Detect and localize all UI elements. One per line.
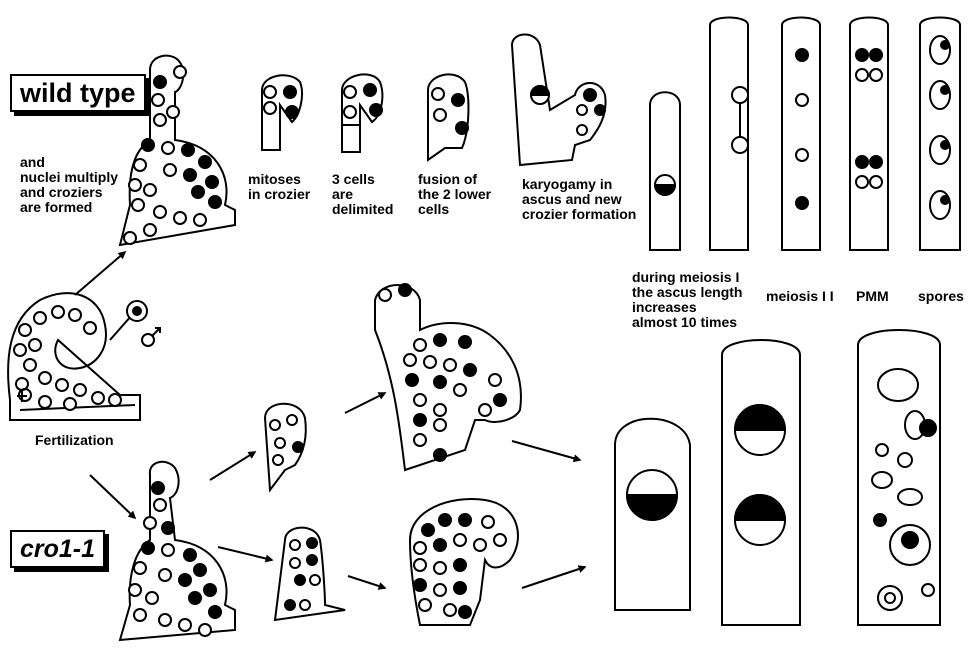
pmm-label: PMM — [856, 289, 889, 304]
nuclei-label: and nuclei multiply and croziers are for… — [20, 155, 118, 215]
stage-three-cells — [342, 74, 382, 152]
stage-mitoses — [262, 75, 302, 150]
cro1-ascus-3 — [858, 330, 940, 625]
cro1-crozier-small-upper — [265, 404, 306, 490]
stage-fusion — [428, 74, 468, 160]
arrow — [512, 441, 580, 460]
arrow — [75, 252, 125, 295]
three-cells-label: 3 cells are delimited — [332, 172, 393, 217]
arrow — [210, 452, 255, 480]
fusion-label: fusion of the 2 lower cells — [418, 172, 491, 217]
fertilization-structure — [8, 293, 147, 420]
cro1-ascus-2 — [722, 340, 800, 625]
ascus-spores — [920, 18, 960, 251]
cro1-crozier-small-lower — [275, 528, 345, 620]
mitoses-label: mitoses in crozier — [248, 172, 310, 202]
ascus-elongating — [710, 18, 748, 251]
karyogamy-label: karyogamy in ascus and new crozier forma… — [522, 177, 636, 222]
meiosis1-label: during meiosis I the ascus length increa… — [632, 270, 742, 330]
cro1-crozier-large-upper — [375, 284, 521, 470]
ascus-meiosis2 — [782, 18, 820, 251]
meiosis2-label: meiosis I I — [766, 289, 834, 304]
spores-label: spores — [918, 289, 964, 304]
ascus-pmm — [850, 18, 888, 251]
arrow — [345, 393, 385, 413]
cro1-crozier — [120, 462, 235, 640]
cro1-ascus-1 — [615, 419, 690, 610]
arrow — [90, 475, 135, 518]
wild-type-label: wild type — [10, 74, 146, 112]
male-symbol-icon — [142, 328, 160, 346]
cro1-label: cro1-1 — [10, 530, 105, 568]
stage-karyogamy — [512, 34, 606, 165]
arrow — [218, 547, 272, 560]
arrow — [522, 567, 585, 588]
fertilization-label: Fertilization — [35, 433, 114, 448]
ascus-meiosis1 — [650, 92, 680, 250]
cro1-crozier-large-lower — [410, 499, 518, 625]
arrow — [348, 576, 385, 588]
